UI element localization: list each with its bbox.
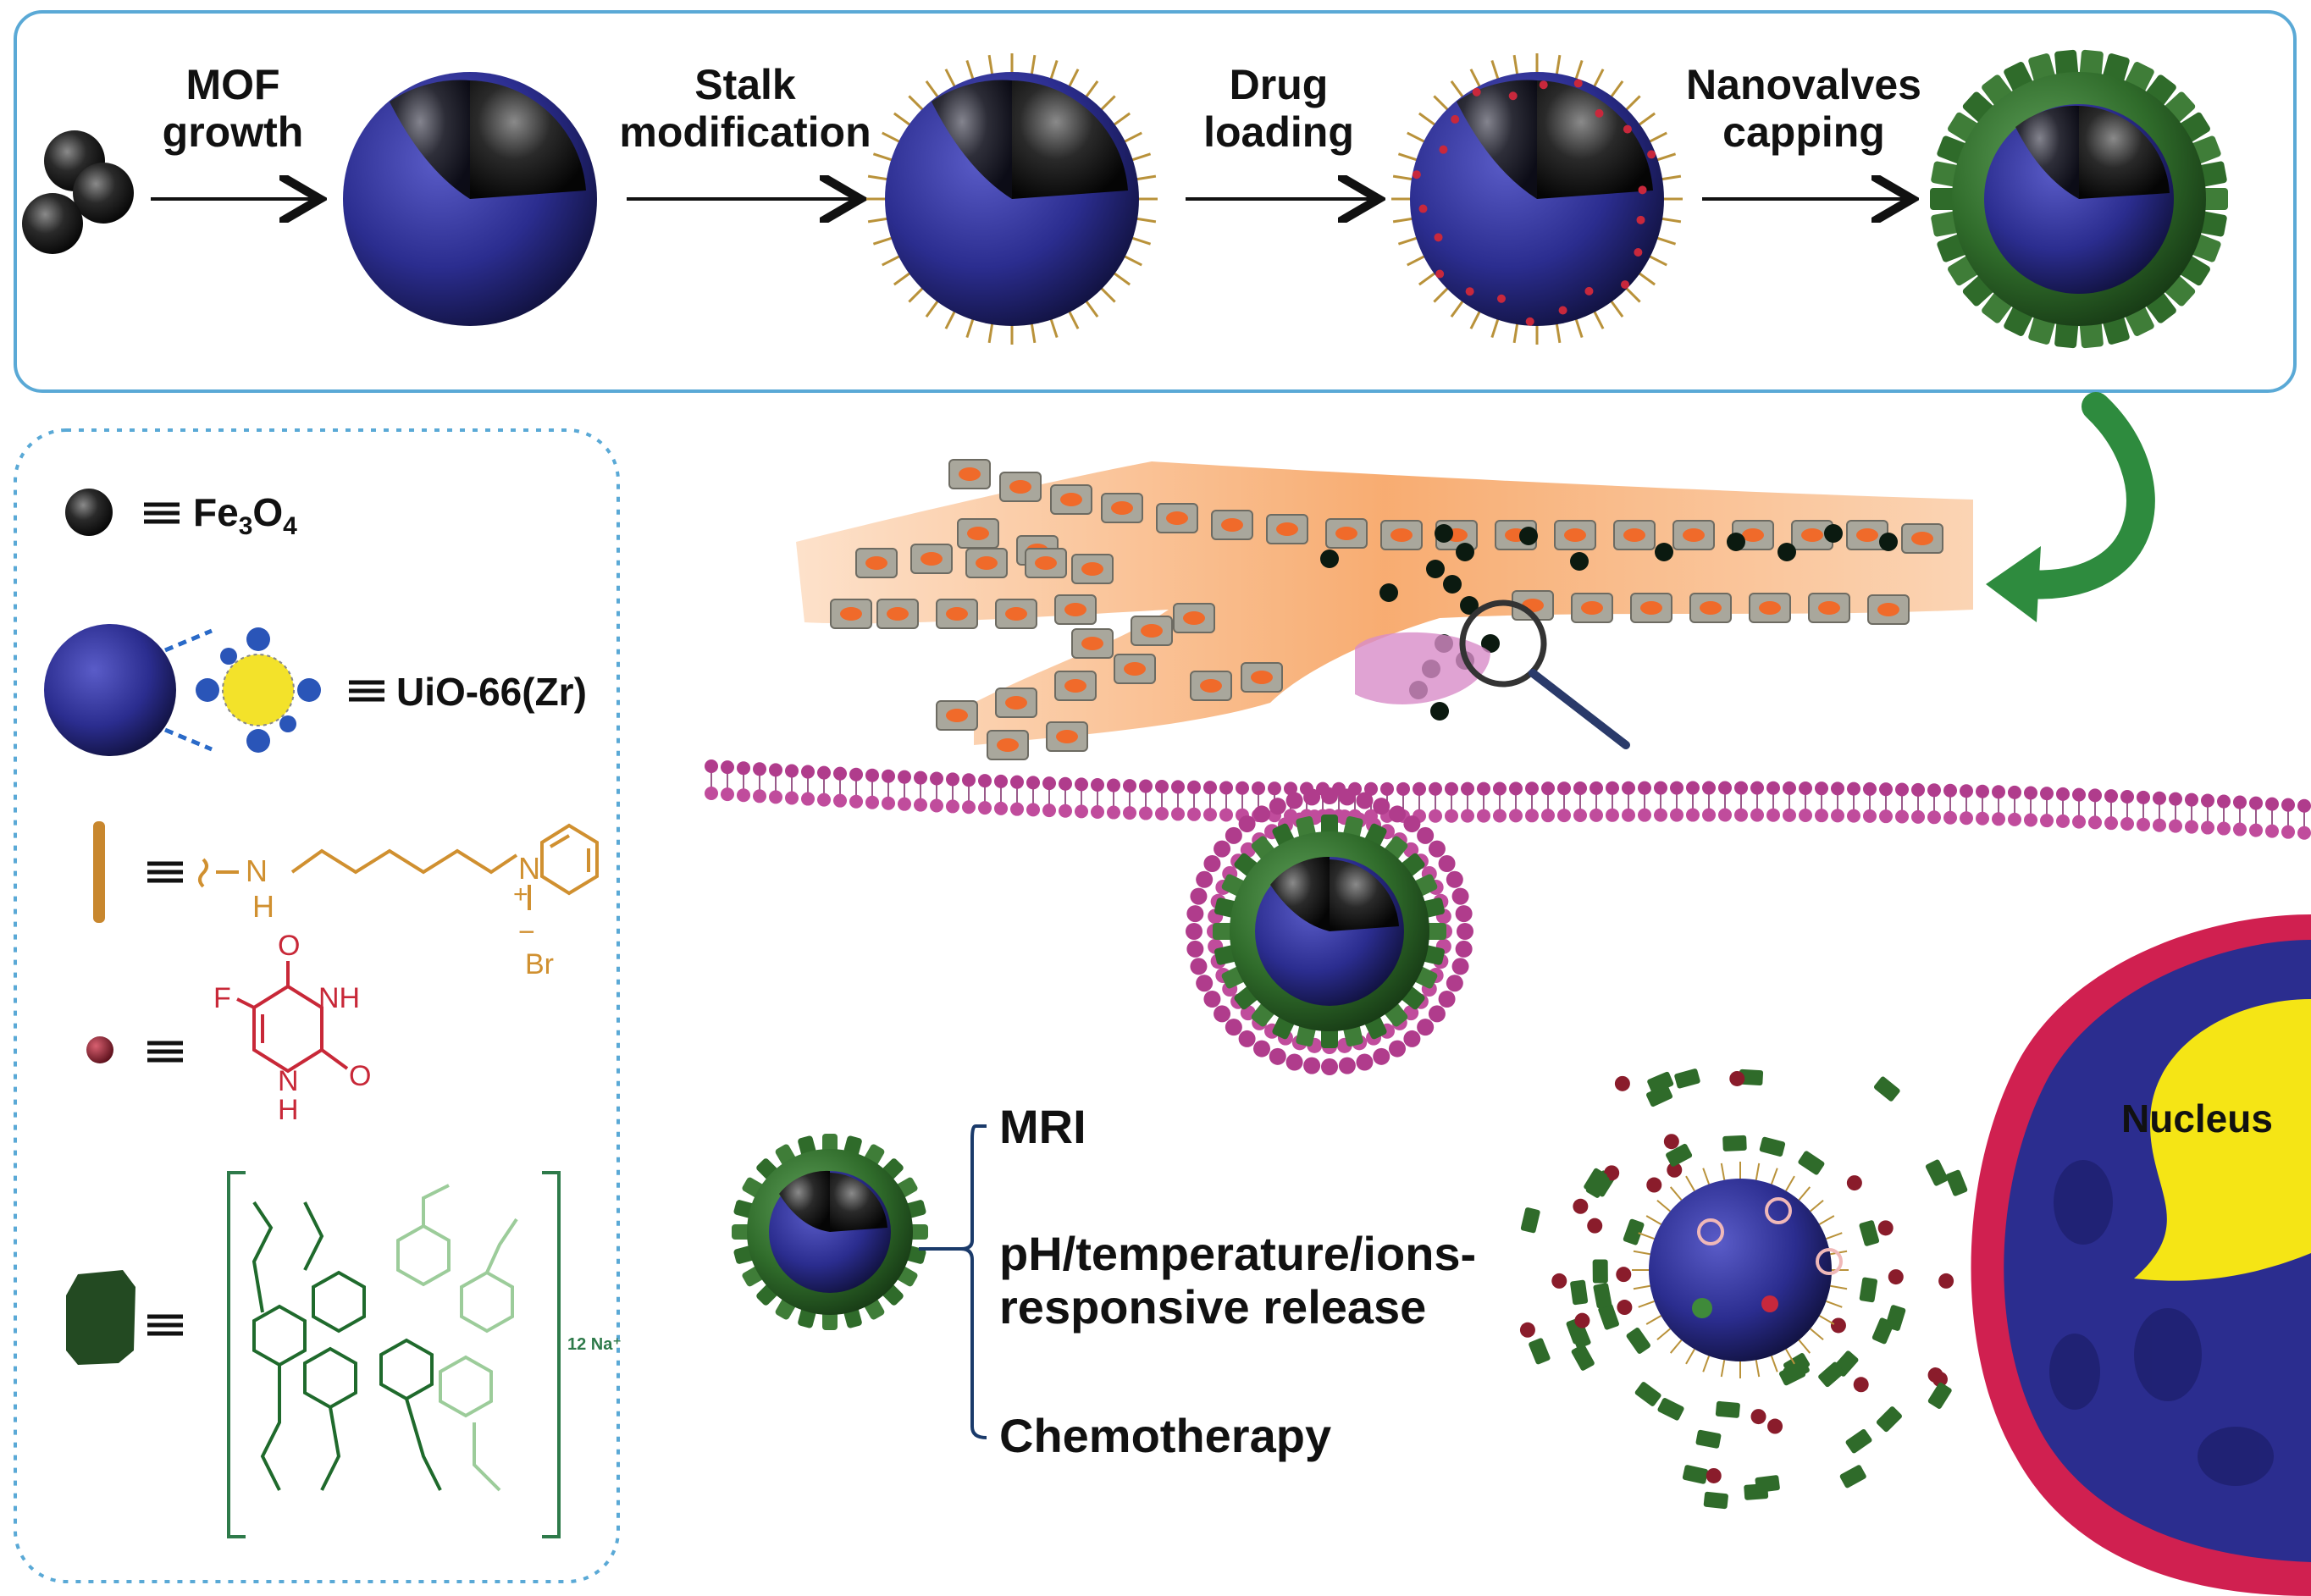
cell-membrane [705, 759, 2311, 840]
stalk-chem-n-plus: N [518, 851, 540, 886]
magnifier-icon [1355, 599, 1630, 749]
endosome [1186, 787, 1473, 1075]
nucleus-label: Nucleus [2121, 1096, 2273, 1140]
legend-frame [14, 428, 620, 1583]
process-frame [14, 10, 2297, 393]
stalk-chem-n: N [246, 853, 268, 888]
legend-uio66-icon [44, 624, 321, 756]
drug-chem-nh: NH [318, 982, 361, 1014]
step-mof-growth: MOF growth [162, 61, 304, 156]
application-particle [732, 1134, 928, 1330]
drug-chem-n: N [278, 1065, 299, 1097]
legend-equiv-marks [144, 502, 384, 1336]
legend-uio66-label: UiO-66(Zr) [396, 670, 587, 714]
application-responsive-release: pH/temperature/ions- responsive release [999, 1227, 1477, 1334]
application-chemotherapy: Chemotherapy [999, 1409, 1332, 1462]
drug-chem-o-top: O [278, 930, 301, 962]
stalk-modified-particle [866, 53, 1158, 345]
application-mri: MRI [999, 1100, 1086, 1153]
vessel-cells [830, 459, 1943, 760]
fe3o4-seed-cluster [22, 130, 134, 254]
drug-loaded-particle [1391, 53, 1683, 345]
delivery-arrow-head [1986, 546, 2041, 622]
release-particle [1519, 1069, 1968, 1510]
legend-stalk-icon [93, 821, 105, 923]
mof-particle [343, 72, 597, 326]
legend-drug-icon [86, 1036, 113, 1063]
cancer-cell [1971, 914, 2311, 1596]
drug-chem-h: H [278, 1094, 299, 1126]
legend-fe3o4-label: Fe3O4 [193, 490, 297, 541]
legend-nanovalve-icon [66, 1270, 135, 1365]
stalk-chem-br: Br [525, 948, 554, 980]
drug-chem-o-right: O [349, 1060, 372, 1092]
nanovalve-counterion: 12 Na⁺ [567, 1335, 622, 1354]
capped-particle [1930, 49, 2228, 349]
applications-bracket [960, 1124, 987, 1439]
stalk-chem-minus: − [518, 916, 535, 948]
stalk-chem-h: H [252, 889, 274, 924]
drug-chem-f: F [213, 982, 231, 1014]
step-stalk-modification: Stalk modification [619, 61, 871, 156]
delivery-arrow [2010, 392, 2155, 599]
stalk-chem-plus: + [513, 881, 528, 908]
step-drug-loading: Drug loading [1203, 61, 1354, 156]
step-nanovalves-capping: Nanovalves capping [1686, 61, 1921, 156]
drug-structure [236, 961, 349, 1074]
nanovalve-structure [227, 1171, 561, 1538]
stalk-structure [198, 823, 599, 910]
legend-fe3o4-icon [65, 489, 113, 536]
